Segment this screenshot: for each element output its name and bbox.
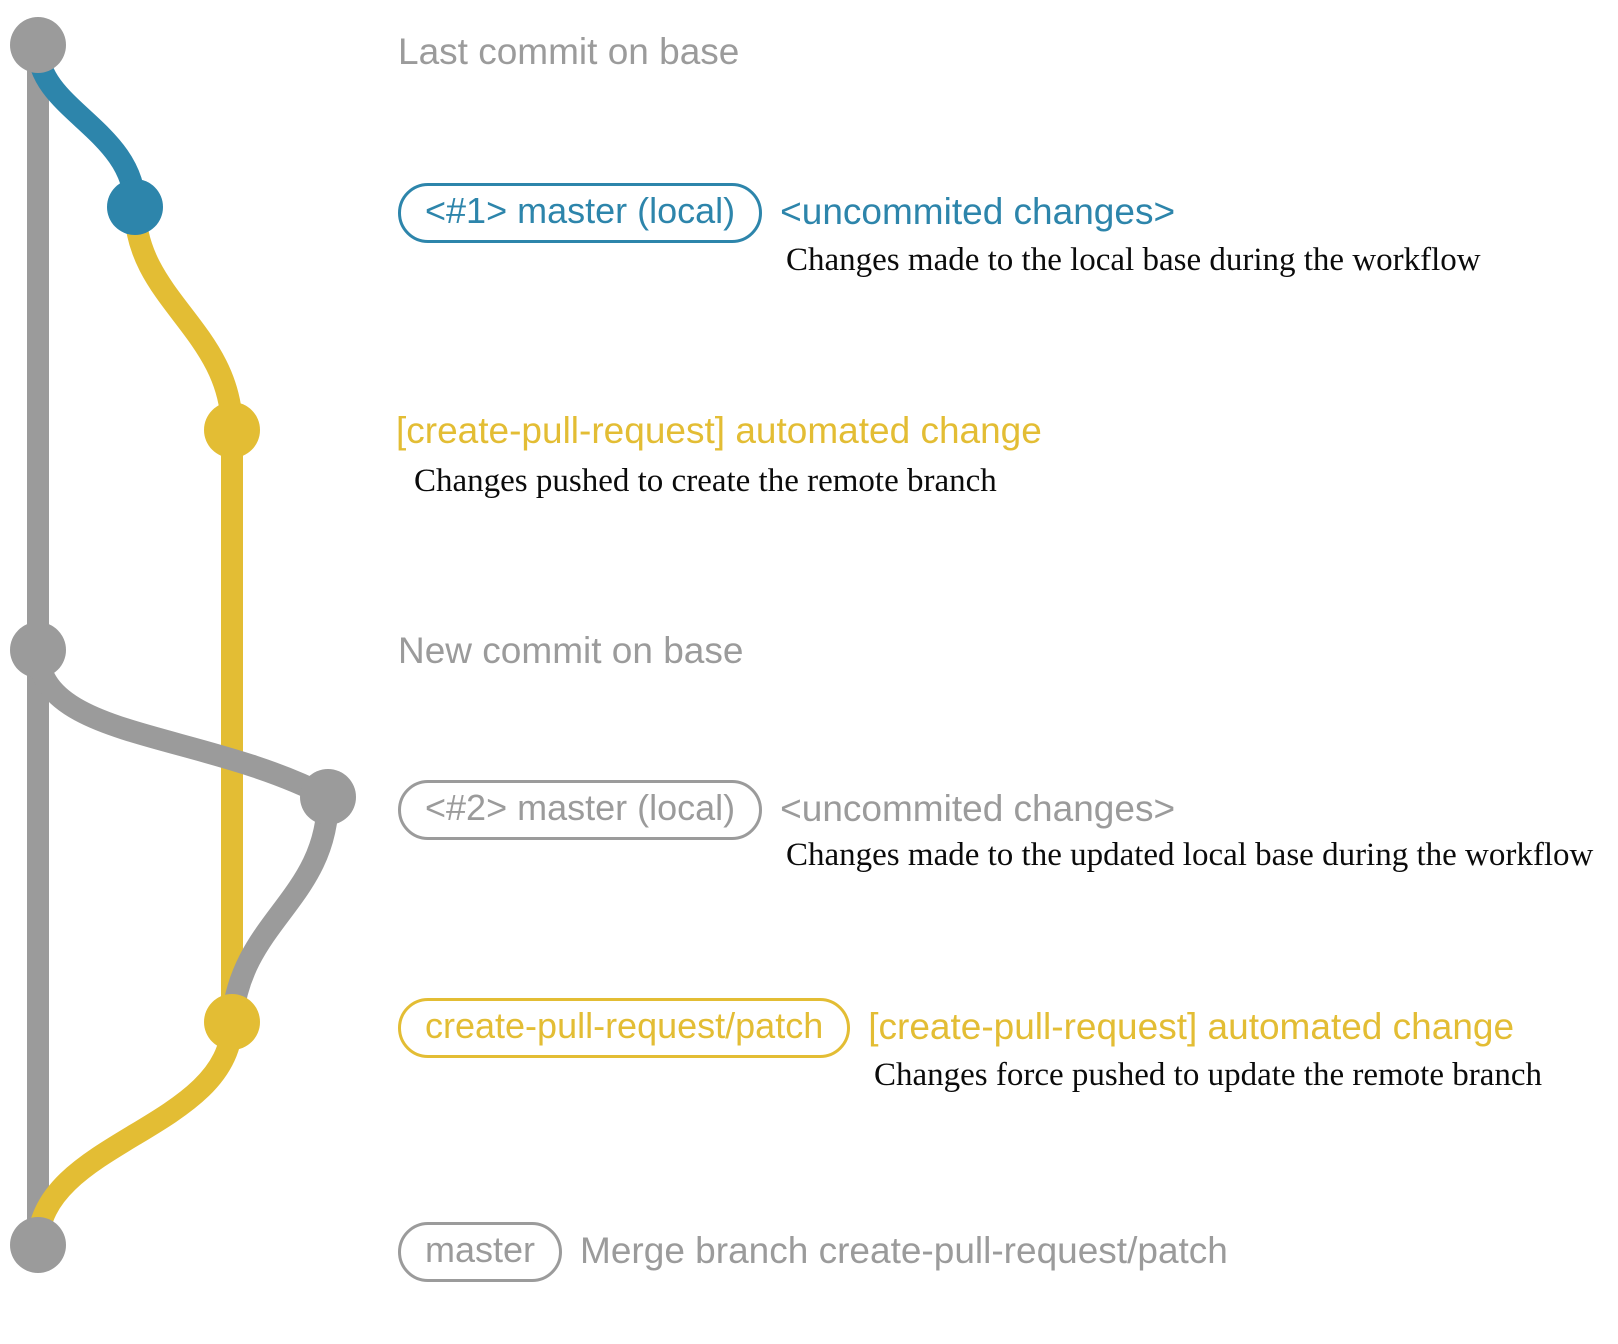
row-merge-commit: master Merge branch create-pull-request/…	[398, 1222, 1228, 1282]
commit-nodes	[10, 17, 356, 1273]
row-automated-change-2: create-pull-request/patch [create-pull-r…	[398, 998, 1514, 1058]
branch-pill-master-local-1[interactable]: <#1> master (local)	[398, 183, 763, 243]
headline-automated-change-1: [create-pull-request] automated change	[396, 410, 1042, 451]
note-master-local-2: Changes made to the updated local base d…	[786, 837, 1594, 873]
node-automated-change-2	[204, 994, 260, 1050]
note-automated-change-2: Changes force pushed to update the remot…	[874, 1057, 1543, 1093]
subject-merge-commit: Merge branch create-pull-request/patch	[580, 1230, 1228, 1272]
edge-base2-to-local2	[27, 639, 339, 808]
subject-automated-change-2: [create-pull-request] automated change	[868, 1006, 1515, 1048]
row-master-local-1: <#1> master (local) <uncommited changes>	[398, 183, 1175, 243]
node-last-commit-on-base	[10, 17, 66, 73]
edge-local2-to-patch2	[221, 786, 339, 1033]
note-master-local-1: Changes made to the local base during th…	[786, 242, 1481, 278]
row-master-local-2: <#2> master (local) <uncommited changes>	[398, 780, 1175, 840]
branch-pill-master[interactable]: master	[398, 1222, 563, 1282]
node-master-local-2	[300, 769, 356, 825]
node-merge-commit	[10, 1217, 66, 1273]
note-automated-change-1: Changes pushed to create the remote bran…	[414, 463, 997, 499]
node-master-local-1	[107, 179, 163, 235]
subject-master-local-1: <uncommited changes>	[780, 191, 1176, 233]
subject-master-local-2: <uncommited changes>	[780, 788, 1176, 830]
headline-last-commit-on-base: Last commit on base	[398, 31, 740, 72]
node-automated-change-1	[204, 402, 260, 458]
headline-new-commit-on-base: New commit on base	[398, 630, 744, 671]
edge-local1-to-patch1	[124, 196, 243, 441]
branch-pill-master-local-2[interactable]: <#2> master (local)	[398, 780, 763, 840]
branch-pill-create-pull-request-patch[interactable]: create-pull-request/patch	[398, 998, 851, 1058]
node-new-commit-on-base	[10, 622, 66, 678]
edge-patch2-to-merge	[27, 1011, 243, 1256]
